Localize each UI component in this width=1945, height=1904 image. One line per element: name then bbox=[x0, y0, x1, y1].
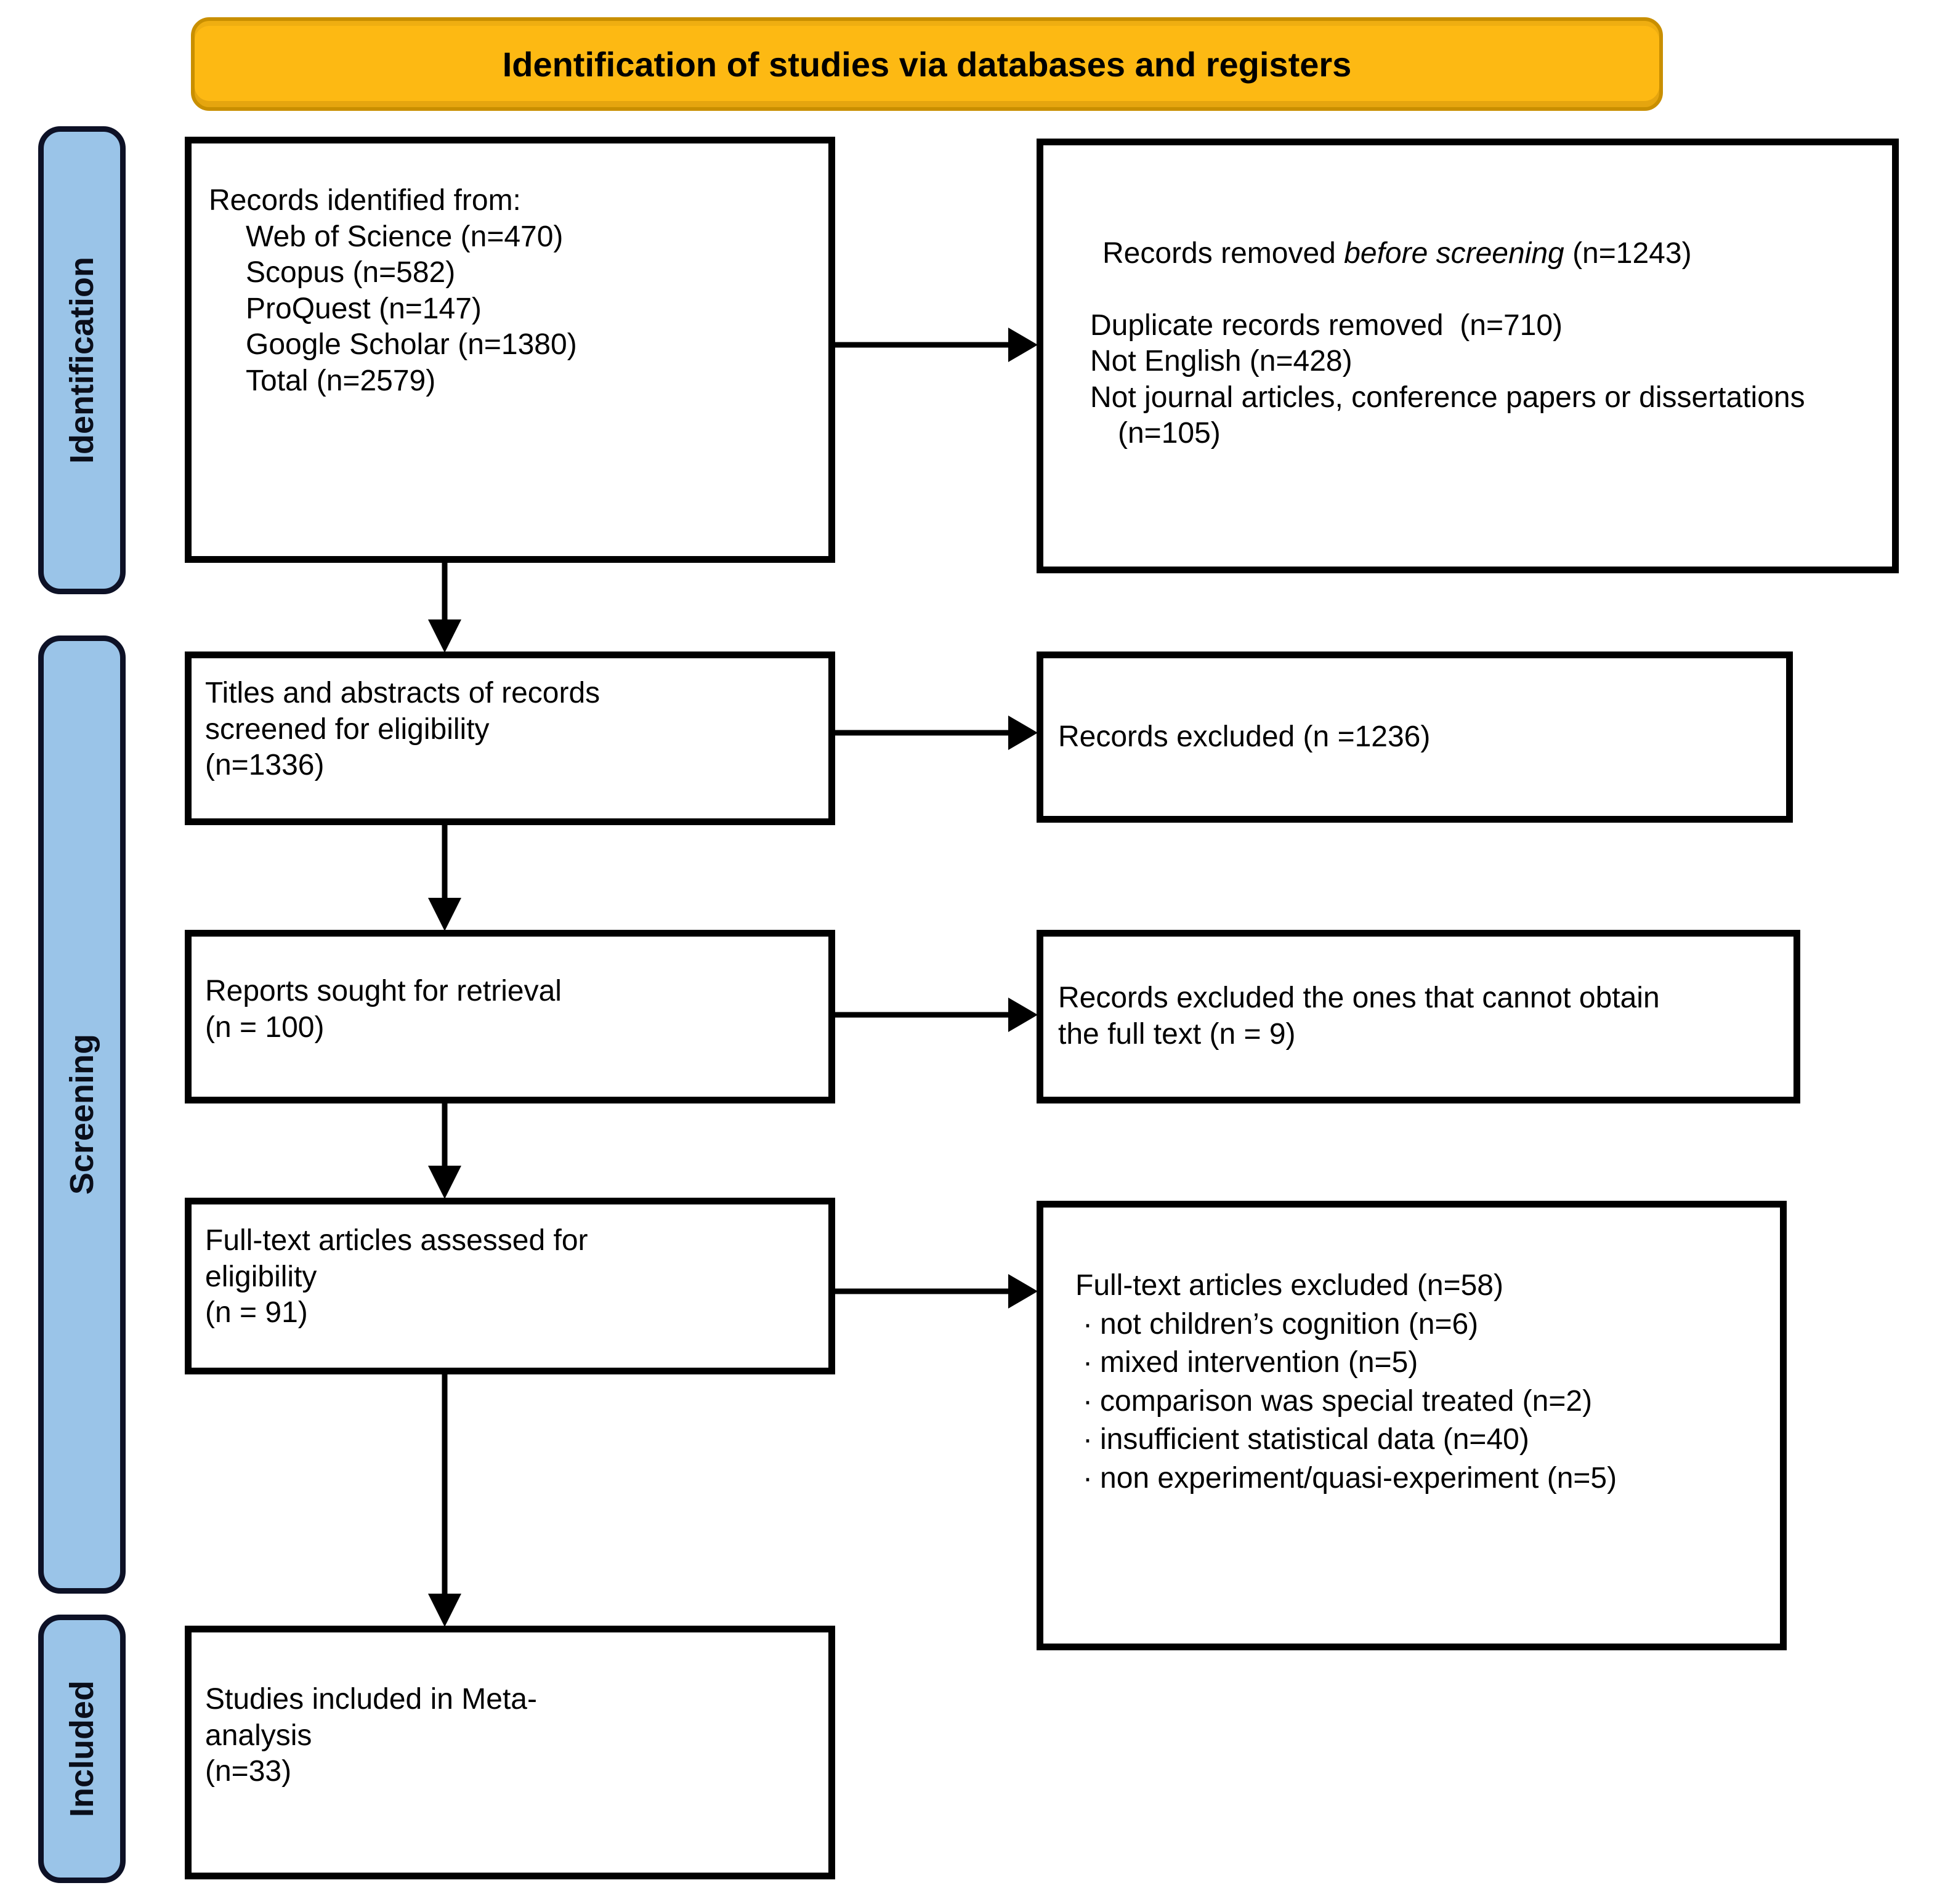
arrow-retrieval-to-notobtained bbox=[835, 998, 1038, 1032]
titles-screened-line: (n=1336) bbox=[205, 749, 325, 782]
arrowhead-down-icon bbox=[428, 898, 461, 931]
stage-identification: Identification bbox=[38, 126, 126, 594]
fulltext-excluded-reason-text: comparison was special treated (n=2) bbox=[1100, 1384, 1593, 1418]
stage-screening: Screening bbox=[38, 635, 126, 1594]
reports-sought-line: Reports sought for retrieval bbox=[205, 975, 562, 1007]
arrow-shaft bbox=[442, 1103, 448, 1171]
arrow-shaft bbox=[442, 1374, 448, 1599]
fulltext-excluded-reason: · insufficient statistical data (n=40) bbox=[1075, 1422, 1765, 1458]
studies-included-line: (n=33) bbox=[205, 1755, 292, 1788]
fulltext-excluded-reason-text: mixed intervention (n=5) bbox=[1100, 1346, 1418, 1379]
stage-included-label: Included bbox=[63, 1680, 100, 1817]
fulltext-excluded-title: Full-text articles excluded (n=58) bbox=[1075, 1269, 1503, 1302]
fulltext-excluded-reason-text: not children’s cognition (n=6) bbox=[1100, 1307, 1479, 1341]
box-titles-screened: Titles and abstracts of records screened… bbox=[185, 651, 835, 825]
studies-included-line: Studies included in Meta- bbox=[205, 1683, 537, 1716]
arrowhead-down-icon bbox=[428, 1166, 461, 1199]
records-identified-source: Google Scholar (n=1380) bbox=[246, 328, 577, 361]
records-removed-title: Records removed before screening (n=1243… bbox=[1053, 200, 1877, 308]
banner-label: Identification of studies via databases … bbox=[502, 44, 1352, 84]
box-studies-included: Studies included in Meta- analysis (n=33… bbox=[185, 1626, 835, 1879]
titles-screened-line: screened for eligibility bbox=[205, 712, 490, 746]
banner: Identification of studies via databases … bbox=[191, 17, 1663, 111]
bullet-dot-icon: · bbox=[1083, 1307, 1093, 1341]
box-fulltext-excluded: Full-text articles excluded (n=58) · not… bbox=[1037, 1201, 1787, 1650]
arrow-identified-to-removed bbox=[835, 328, 1038, 362]
box-records-removed: Records removed before screening (n=1243… bbox=[1037, 139, 1899, 573]
stage-included: Included bbox=[38, 1615, 126, 1883]
arrow-assessed-to-fulltext-excluded bbox=[835, 1274, 1038, 1309]
records-not-retrieved-line: the full text (n = 9) bbox=[1058, 1018, 1296, 1051]
records-identified-source: Scopus (n=582) bbox=[246, 256, 456, 289]
box-fulltext-assessed: Full-text articles assessed for eligibil… bbox=[185, 1198, 835, 1374]
bullet-dot-icon: · bbox=[1083, 1346, 1093, 1379]
arrow-shaft bbox=[835, 1288, 1011, 1294]
records-identified-source: ProQuest (n=147) bbox=[246, 292, 482, 325]
arrowhead-right-icon bbox=[1008, 1274, 1038, 1309]
titles-screened-line: Titles and abstracts of records bbox=[205, 677, 600, 709]
records-removed-title-suffix: (n=1243) bbox=[1564, 236, 1692, 270]
studies-included-line: analysis bbox=[205, 1719, 312, 1752]
arrowhead-right-icon bbox=[1008, 716, 1038, 750]
arrowhead-down-icon bbox=[428, 619, 461, 653]
arrow-shaft bbox=[442, 563, 448, 624]
records-not-retrieved-line: Records excluded the ones that cannot ob… bbox=[1058, 982, 1660, 1015]
records-identified-title: Records identified from: bbox=[209, 184, 521, 217]
box-records-not-retrieved: Records excluded the ones that cannot ob… bbox=[1037, 930, 1800, 1103]
fulltext-excluded-reason-text: non experiment/quasi-experiment (n=5) bbox=[1100, 1461, 1617, 1495]
stage-identification-label: Identification bbox=[63, 257, 100, 464]
arrow-shaft bbox=[835, 1012, 1011, 1018]
records-identified-source: Total (n=2579) bbox=[246, 364, 436, 397]
records-identified-source: Web of Science (n=470) bbox=[246, 220, 564, 253]
arrow-assessed-to-included bbox=[428, 1374, 461, 1627]
arrow-shaft bbox=[835, 730, 1011, 736]
bullet-dot-icon: · bbox=[1083, 1423, 1093, 1456]
fulltext-excluded-reason: · mixed intervention (n=5) bbox=[1075, 1345, 1765, 1381]
box-reports-sought: Reports sought for retrieval (n = 100) bbox=[185, 930, 835, 1103]
arrow-screened-to-retrieval bbox=[428, 825, 461, 931]
arrowhead-right-icon bbox=[1008, 998, 1038, 1032]
records-removed-reason: Not English (n=428) bbox=[1090, 345, 1353, 378]
arrow-shaft bbox=[835, 342, 1011, 348]
fulltext-excluded-reason: · comparison was special treated (n=2) bbox=[1075, 1384, 1765, 1420]
fulltext-excluded-reason: · not children’s cognition (n=6) bbox=[1075, 1307, 1765, 1343]
reports-sought-line: (n = 100) bbox=[205, 1010, 325, 1044]
fulltext-excluded-reason-text: insufficient statistical data (n=40) bbox=[1100, 1423, 1529, 1456]
arrow-retrieval-to-assessed bbox=[428, 1103, 461, 1199]
box-records-identified: Records identified from: Web of Science … bbox=[185, 137, 835, 563]
records-removed-title-prefix: Records removed bbox=[1102, 236, 1345, 270]
records-removed-title-emphasis: before screening bbox=[1344, 236, 1564, 270]
arrow-shaft bbox=[442, 825, 448, 903]
arrow-screened-to-excluded bbox=[835, 716, 1038, 750]
arrow-identified-to-screened bbox=[428, 563, 461, 653]
records-excluded-line: Records excluded (n =1236) bbox=[1058, 720, 1431, 753]
records-removed-reason: Not journal articles, conference papers … bbox=[1090, 381, 1813, 450]
arrowhead-right-icon bbox=[1008, 328, 1038, 362]
fulltext-excluded-reason: · non experiment/quasi-experiment (n=5) bbox=[1075, 1461, 1765, 1497]
fulltext-assessed-line: eligibility bbox=[205, 1260, 317, 1293]
fulltext-assessed-line: (n = 91) bbox=[205, 1296, 308, 1329]
bullet-dot-icon: · bbox=[1083, 1461, 1093, 1495]
stage-screening-label: Screening bbox=[63, 1034, 100, 1195]
box-records-excluded: Records excluded (n =1236) bbox=[1037, 651, 1793, 823]
records-removed-reason: Duplicate records removed (n=710) bbox=[1090, 309, 1563, 342]
arrowhead-down-icon bbox=[428, 1594, 461, 1627]
fulltext-assessed-line: Full-text articles assessed for bbox=[205, 1224, 588, 1257]
bullet-dot-icon: · bbox=[1083, 1384, 1093, 1418]
